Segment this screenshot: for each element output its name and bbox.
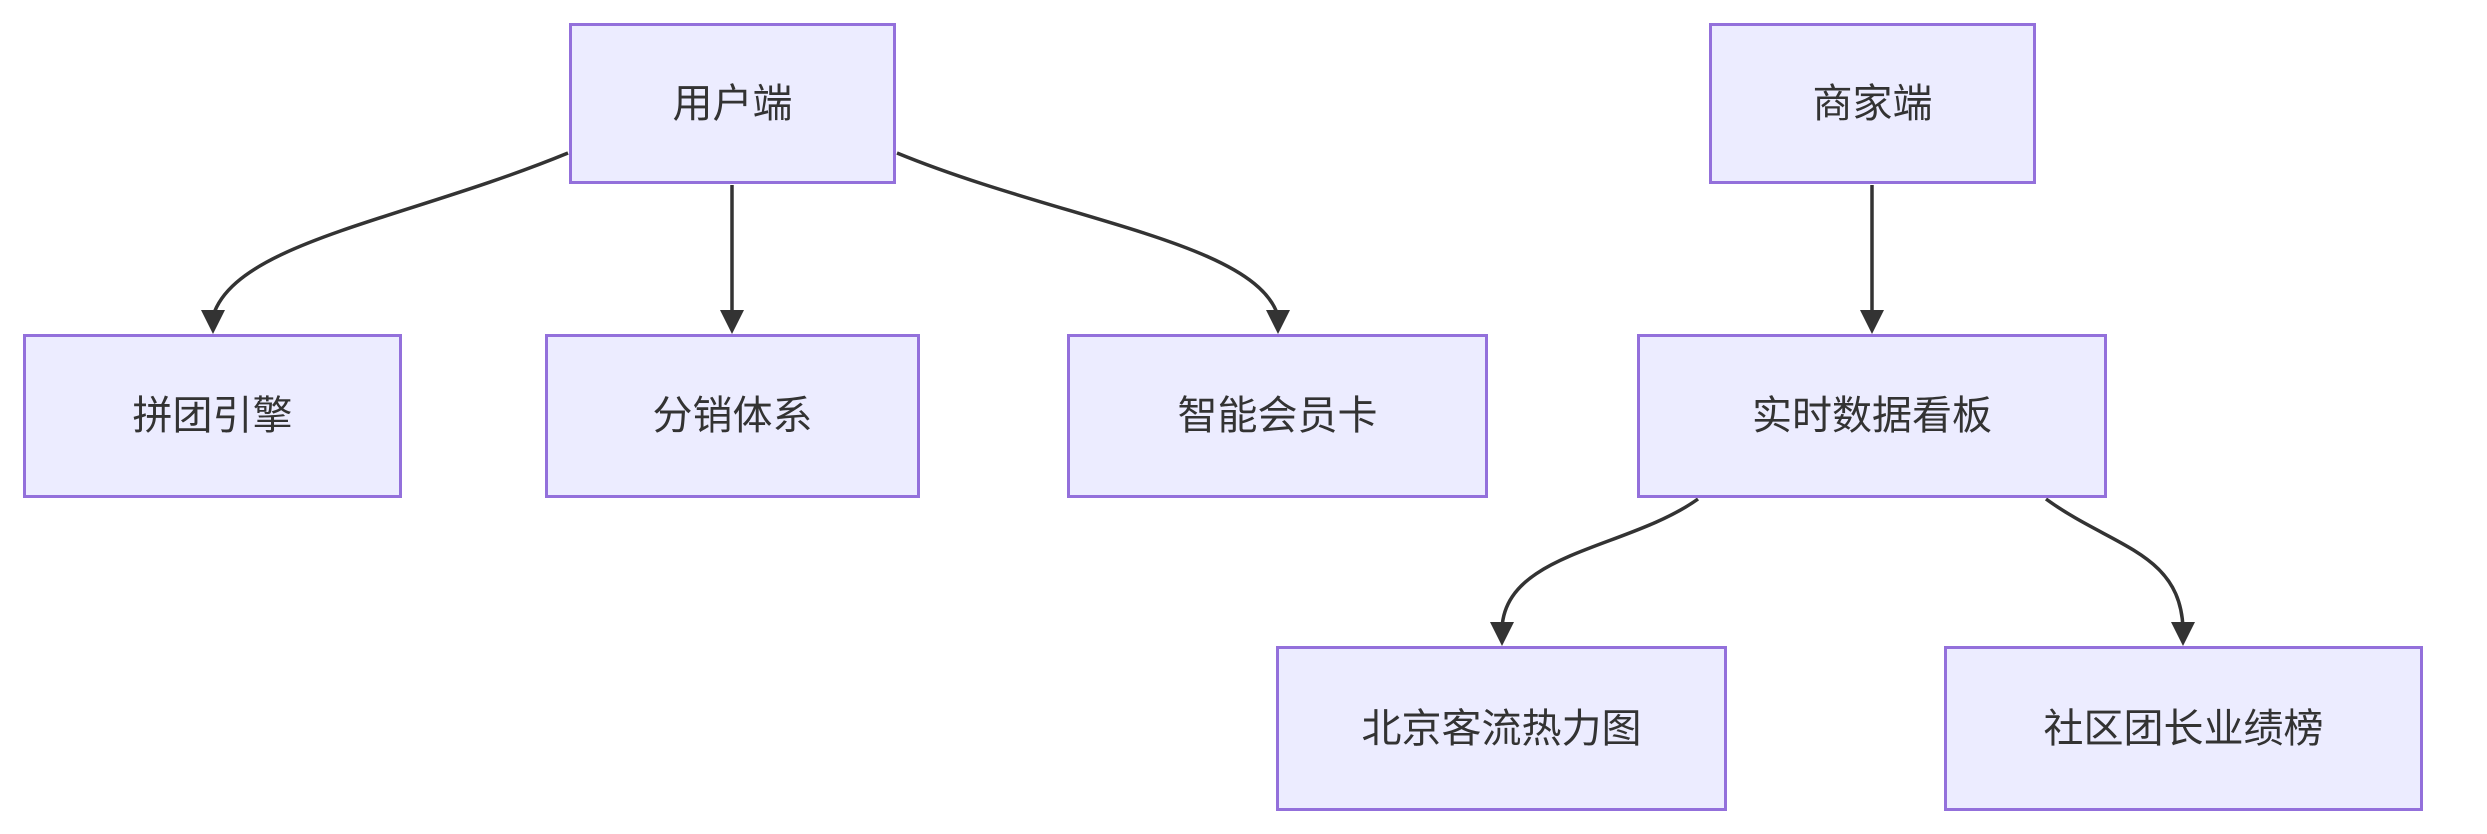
edge-dashboard-to-heatmap [1500, 497, 1700, 629]
node-merchant-side: 商家端 [1709, 23, 2036, 184]
edge-user-to-groupbuy [211, 151, 569, 317]
arrowhead-dashboard-to-leaderboard-icon [2171, 622, 2195, 646]
node-group-buy-engine-label: 拼团引擎 [132, 394, 293, 438]
arrowhead-user-to-groupbuy-icon [201, 310, 225, 334]
node-user-side-label: 用户端 [672, 81, 793, 126]
node-merchant-side-label: 商家端 [1812, 81, 1933, 126]
node-smart-member-card: 智能会员卡 [1067, 334, 1488, 498]
node-distribution-system: 分销体系 [545, 334, 920, 498]
node-beijing-heatmap-label: 北京客流热力图 [1361, 706, 1642, 751]
arrowhead-user-to-distribution-icon [720, 310, 744, 334]
node-beijing-heatmap: 北京客流热力图 [1276, 646, 1727, 811]
node-realtime-dashboard: 实时数据看板 [1637, 334, 2107, 498]
arrowhead-dashboard-to-heatmap-icon [1490, 622, 1514, 646]
node-distribution-system-label: 分销体系 [652, 394, 813, 438]
node-user-side: 用户端 [569, 23, 896, 184]
node-community-leaderboard-label: 社区团长业绩榜 [2043, 706, 2324, 751]
node-group-buy-engine: 拼团引擎 [23, 334, 402, 498]
node-community-leaderboard: 社区团长业绩榜 [1944, 646, 2423, 811]
edge-user-to-membercard [896, 151, 1280, 317]
node-smart-member-card-label: 智能会员卡 [1177, 394, 1378, 438]
arrowhead-user-to-membercard-icon [1266, 310, 1290, 334]
edge-dashboard-to-leaderboard [2044, 497, 2185, 629]
arrowhead-merchant-to-dashboard-icon [1860, 310, 1884, 334]
node-realtime-dashboard-label: 实时数据看板 [1752, 394, 1992, 438]
